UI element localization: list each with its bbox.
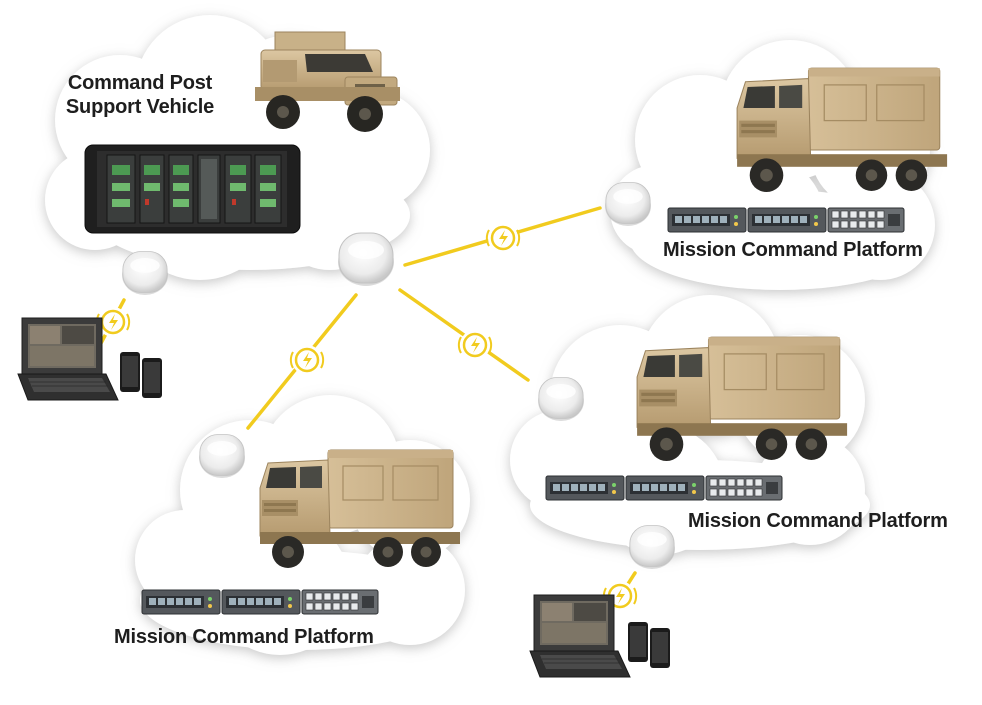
command-post-label-line1: Command Post — [67, 72, 213, 94]
military-truck-icon — [259, 449, 461, 569]
command-post-label: Command Post Support Vehicle — [40, 71, 240, 119]
wireless-access-point-icon — [198, 434, 246, 479]
wireless-access-point-icon — [628, 525, 676, 570]
military-truck-icon — [636, 336, 848, 462]
command-post-label-line2: Support Vehicle — [65, 96, 215, 118]
platform-label-bottom-left: Mission Command Platform — [114, 626, 374, 648]
smartphone-icon — [120, 352, 140, 392]
network-switch-icon — [667, 207, 905, 233]
smartphone-icon — [650, 628, 670, 668]
network-chassis-icon — [84, 144, 301, 234]
wireless-access-point-icon — [337, 232, 395, 287]
cloud-command-post — [45, 15, 430, 280]
wireless-access-point-icon — [121, 251, 169, 296]
mrap-vehicle-icon — [255, 31, 400, 132]
smartphone-icon — [142, 358, 162, 398]
platform-label-top-right: Mission Command Platform — [663, 239, 923, 261]
wireless-link-icon — [485, 221, 521, 255]
wireless-access-point-icon — [604, 182, 652, 227]
network-switch-icon — [545, 475, 783, 501]
platform-label-right: Mission Command Platform — [688, 510, 948, 532]
smartphone-icon — [628, 622, 648, 662]
wireless-access-point-icon — [537, 377, 585, 422]
network-switch-icon — [141, 589, 379, 615]
